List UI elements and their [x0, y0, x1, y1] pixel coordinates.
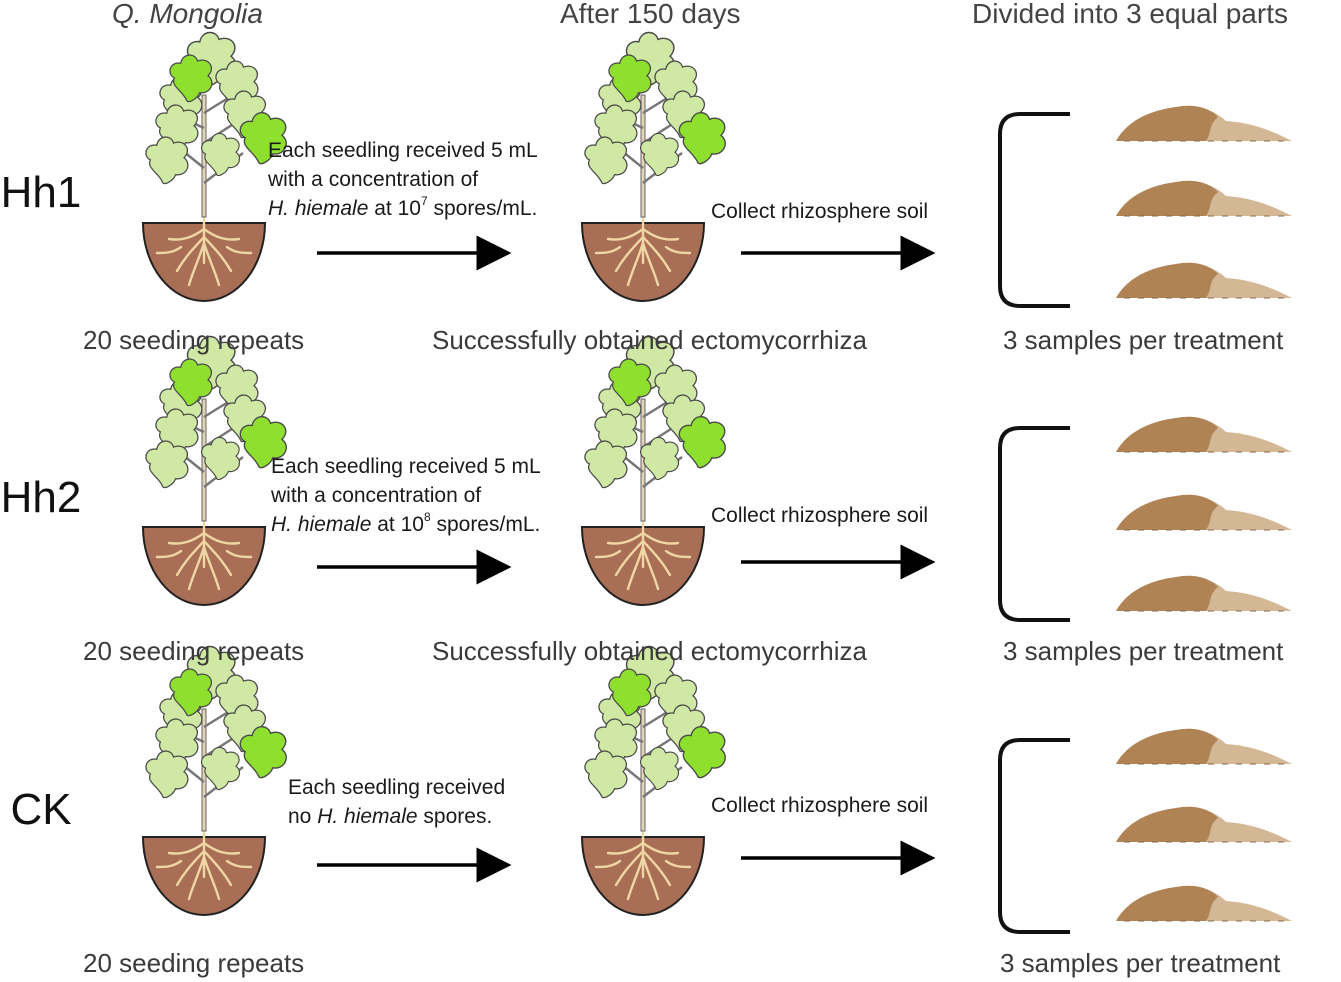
bracket — [998, 426, 1070, 622]
treatment-description: Each seedling received 5 mL with a conce… — [268, 139, 538, 220]
caption-result: Successfully obtained ectomycorrhiza — [432, 636, 867, 666]
soil-sample — [1115, 575, 1293, 612]
soil-sample — [1115, 494, 1293, 531]
caption-samples: 3 samples per treatment — [1003, 325, 1284, 355]
caption-seedlings: 20 seeding repeats — [83, 948, 305, 978]
caption-seedlings: 20 seeding repeats — [83, 636, 305, 666]
seedling-initial — [143, 336, 286, 604]
action-label: Collect rhizosphere soil — [711, 200, 929, 223]
caption-result: Successfully obtained ectomycorrhiza — [432, 325, 867, 355]
treatment-label: CK — [10, 785, 72, 834]
header-time: After 150 days — [560, 0, 741, 29]
caption-samples: 3 samples per treatment — [1003, 636, 1284, 666]
seedling-initial — [143, 32, 286, 300]
caption-samples: 3 samples per treatment — [1000, 948, 1281, 978]
soil-sample — [1115, 806, 1293, 843]
bracket — [998, 738, 1070, 934]
seedling-after — [582, 646, 725, 914]
treatment-description: Each seedling received no H. hiemale spo… — [288, 776, 506, 828]
seedling-after — [582, 336, 725, 604]
soil-sample — [1115, 416, 1293, 453]
soil-sample — [1115, 105, 1293, 142]
treatment-label: Hh1 — [0, 168, 82, 217]
soil-sample — [1115, 262, 1293, 299]
bracket — [998, 112, 1070, 308]
soil-sample — [1115, 728, 1293, 765]
header-divide: Divided into 3 equal parts — [972, 0, 1288, 29]
caption-seedlings: 20 seeding repeats — [83, 325, 305, 355]
action-label: Collect rhizosphere soil — [711, 794, 929, 817]
action-label: Collect rhizosphere soil — [711, 504, 929, 527]
seedling-after — [582, 32, 725, 300]
seedling-initial — [143, 646, 286, 914]
treatment-label: Hh2 — [0, 473, 82, 522]
soil-sample — [1115, 180, 1293, 217]
treatment-description: Each seedling received 5 mL with a conce… — [271, 455, 541, 536]
soil-sample — [1115, 885, 1293, 922]
header-species: Q. Mongolia — [112, 0, 263, 29]
